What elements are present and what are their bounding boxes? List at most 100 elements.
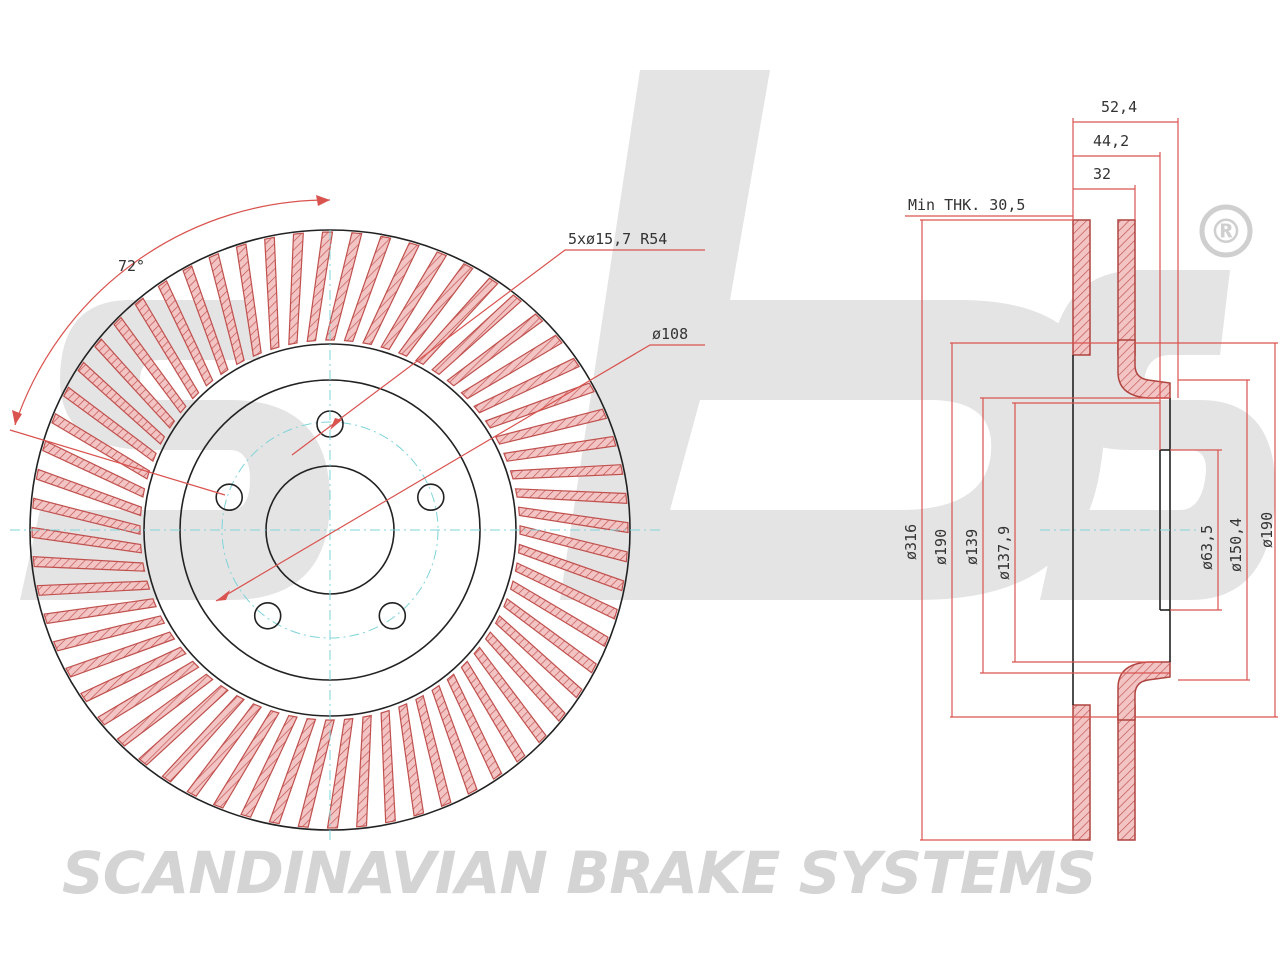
cooling-vane [517,543,625,592]
cooling-vane [514,488,628,504]
upper-hat-wall [1117,339,1171,399]
disc-front-view: 72° 5xø15,7 R54 ø108 [9,195,705,840]
bolt-circle-arrow [216,590,230,601]
cooling-vane [473,357,580,414]
bolt-circle-label: ø108 [652,325,688,343]
watermark-letter-b [560,70,1105,600]
cooling-vane [415,694,452,808]
cooling-vane [297,719,335,828]
cooling-vane [35,468,143,517]
cooling-vane [306,231,334,343]
bolt-hole-arrow [330,418,342,430]
bolt-hole-label: 5xø15,7 R54 [568,230,667,248]
diameter-dimensions-right: ø63,5 ø150,4 ø190 [1135,342,1278,718]
cooling-vane [36,580,151,596]
watermark-letter-s-left [20,300,330,600]
watermark-letter-s-right [1040,270,1276,600]
angle-arrow-start [12,410,22,425]
cooling-vane [398,703,425,817]
cooling-vane [446,673,503,780]
cooling-vane [517,506,629,534]
cooling-vane [514,562,618,620]
cooling-vane [235,243,262,357]
cooling-vane [509,580,609,648]
cooling-vane [134,297,200,400]
hat-outer-diameter-label: ø139 [963,529,981,565]
overall-width-label: 52,4 [1101,98,1137,116]
diameter-dimensions-left: ø316 ø190 ø139 ø137,9 [902,219,1170,841]
cooling-vane [43,598,157,625]
bolt-hole [416,483,445,512]
cooling-vane [268,717,317,825]
cooling-vane [240,714,298,818]
cooling-vane [208,252,245,366]
bolt-hole [215,483,243,512]
bolt-hole [378,601,407,630]
brand-tagline: SCANDINAVIAN BRAKE SYSTEMS [62,839,1096,907]
angle-arrow-end [316,195,330,206]
rotor-thickness-label: 32 [1093,165,1111,183]
cooling-vane [182,265,229,376]
cooling-vane [264,236,280,351]
hat-height-label: 44,2 [1093,132,1129,150]
cooling-vane [63,386,157,463]
hat-inner-diameter-label: ø137,9 [995,526,1013,580]
cooling-vane [414,277,499,366]
cooling-vane [186,703,263,797]
cooling-vane [362,242,420,346]
bolt-circle-leader [215,344,705,602]
cooling-vanes [31,231,629,829]
cooling-vane [161,694,246,783]
cooling-vane [138,684,229,766]
cooling-vane [32,497,141,535]
disc-side-section-view: 52,4 44,2 32 Min THK. 30,5 ø316 ø190 ø13… [902,98,1278,841]
cooling-vane [52,615,166,652]
width-dimensions: 52,4 44,2 32 Min THK. 30,5 [905,98,1179,450]
cooling-vane [288,232,304,346]
lower-inboard-plate [1072,704,1091,841]
cooling-vane [494,408,608,445]
cooling-vane [325,232,363,341]
cooling-vane [31,526,143,554]
cooling-vane [431,684,478,795]
cooling-vane [32,556,146,572]
friction-inner-diameter-label: ø190 [932,529,950,565]
cooling-vane [356,714,372,828]
cooling-vane [519,525,628,563]
cooling-vane [97,660,200,726]
cooling-vane [494,614,583,699]
cooling-vane [326,717,354,829]
lower-hat-wall [1117,661,1171,721]
cooling-vane [484,631,566,722]
cooling-vane [503,435,617,462]
registered-mark: ® [1199,204,1253,258]
cooling-vane [509,464,624,480]
bolt-hole [253,601,282,630]
cooling-vane [77,361,166,446]
cooling-vane [446,313,544,387]
outer-diameter-label: ø316 [902,524,920,560]
cooling-vane [503,597,597,674]
cooling-vane [212,709,280,809]
min-thickness-label: Min THK. 30,5 [908,196,1025,214]
center-bore-label: ø63,5 [1198,525,1216,570]
svg-text:®: ® [1209,212,1243,252]
cooling-vane [65,631,176,678]
friction-inner-diameter-right-label: ø190 [1258,512,1276,548]
lower-outboard-plate [1117,704,1136,841]
bolt-hole-leader [291,249,705,456]
cooling-vane [431,294,522,376]
cooling-vane [343,235,392,343]
cooling-vane [80,646,187,703]
upper-inboard-plate [1072,219,1091,356]
angle-dimension-arc [14,199,331,426]
cooling-vane [380,709,396,824]
cooling-vane [460,660,526,763]
cooling-vane [473,646,547,744]
cooling-vane [460,334,563,400]
cooling-vane [94,338,176,429]
cooling-vane [113,316,187,414]
hat-face-diameter-label: ø150,4 [1227,518,1245,572]
cooling-vane [397,263,474,357]
